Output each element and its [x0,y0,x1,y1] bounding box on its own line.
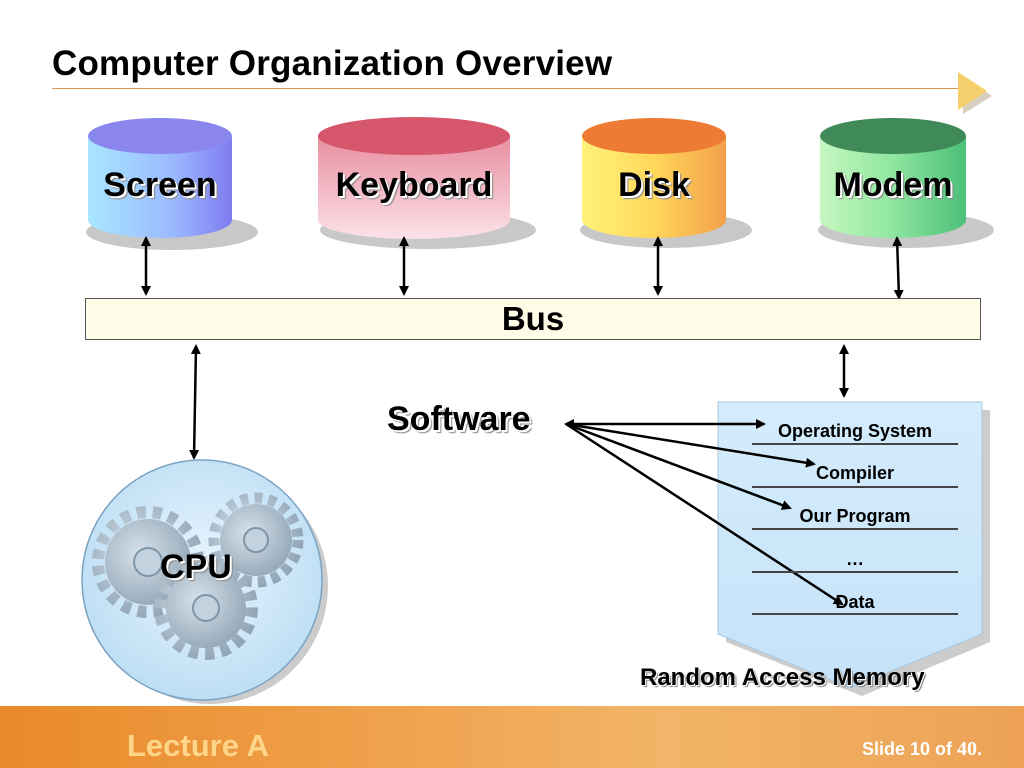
screen-drum [86,118,258,250]
bus-link-arrows [189,344,849,460]
ram-item-compiler: Compiler [815,463,894,483]
device-label-screen: Screen [103,166,217,204]
slide-title: Computer Organization Overview [52,44,613,83]
ram-label: Random Access Memory [640,664,925,691]
next-slide-arrow-icon[interactable] [954,70,994,114]
ram-item-ellipsis: … [846,549,864,569]
device-label-keyboard: Keyboard [335,166,493,204]
software-label: Software [387,400,531,438]
disk-drum [580,118,752,248]
keyboard-drum [318,117,536,249]
device-label-modem: Modem [833,166,953,204]
footer-lecture: Lecture A [127,728,269,763]
gears-icon [92,492,304,660]
slide-suffix: . [977,739,983,759]
ram-divider [752,443,958,445]
footer-bar [0,706,1024,768]
device-bus-arrows [141,236,904,300]
ram-divider [752,613,958,615]
ram-shape [717,401,990,696]
software-arrows [564,419,844,606]
bus-label: Bus [501,300,565,337]
ram-divider [752,486,958,488]
cpu-label: CPU [160,548,232,586]
modem-drum [818,118,994,248]
ram-item-operating-system: Operating System [777,421,933,441]
slide-prefix: Slide 10 of [862,739,958,759]
footer-slide-number: Slide 10 of 40. [862,738,982,761]
ram-item-data: Data [835,592,875,612]
device-label-disk: Disk [618,166,690,204]
ram-item-our-program: Our Program [799,506,911,526]
bus-box [85,298,981,340]
ram-divider [752,528,958,530]
diagram-canvas [81,117,994,704]
slide-total: 40 [957,738,978,760]
ram-divider [752,571,958,573]
title-rule [52,88,972,89]
